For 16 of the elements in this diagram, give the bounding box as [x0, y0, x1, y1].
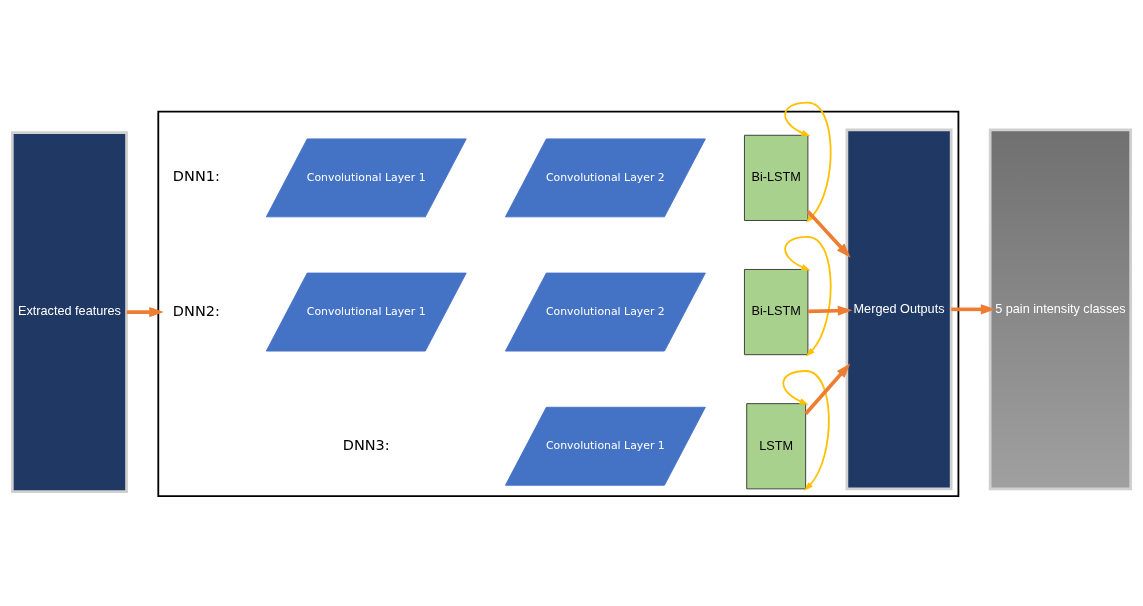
cluster [157, 110, 960, 498]
node-box: Bi-LSTM [744, 269, 809, 356]
node-box: Extracted features [10, 131, 128, 493]
node-box: Merged Outputs [845, 128, 953, 491]
node-box: 5 pain intensity classes [988, 128, 1133, 491]
arrow [126, 306, 164, 318]
arrow [784, 235, 832, 357]
label: DNN3: [342, 436, 390, 453]
arrow [807, 305, 853, 316]
arrow [782, 370, 830, 491]
node-box: LSTM [746, 403, 807, 490]
label: DNN1: [172, 168, 220, 185]
node-box: Bi-LSTM [744, 134, 809, 221]
arrow [951, 304, 996, 315]
label: DNN2: [172, 302, 220, 319]
arrow [804, 363, 851, 415]
